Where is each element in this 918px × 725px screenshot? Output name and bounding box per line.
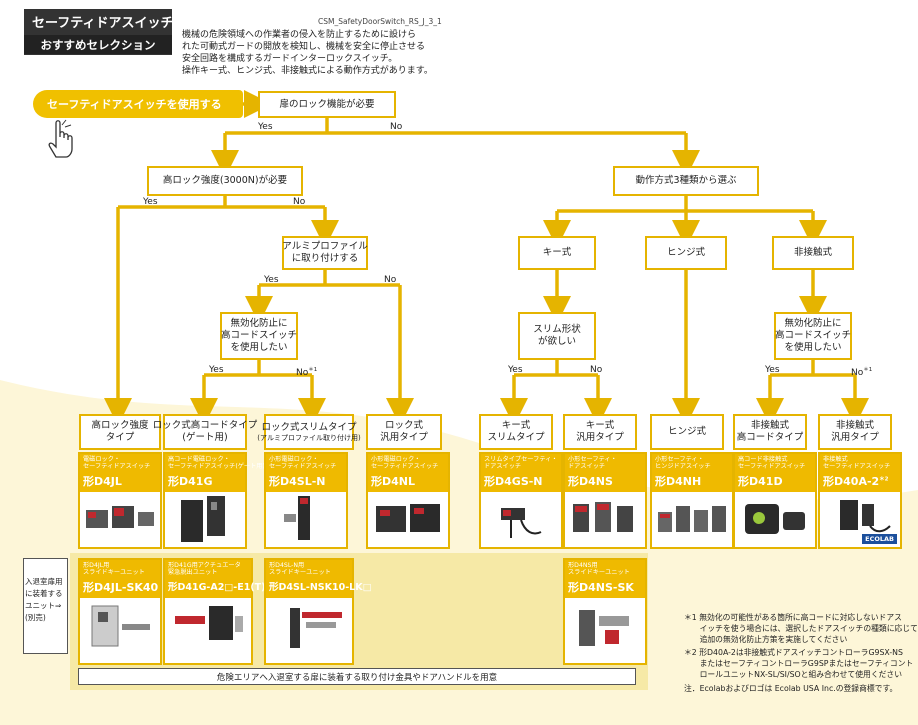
intro-line-1: 機械の危険領域への作業者の侵入を防止するために設けら <box>182 30 417 40</box>
product-card-d4jl[interactable]: 電磁ロック・セーフティドアスイッチ形D4JL <box>78 452 162 549</box>
footer-note: 危険エリアへ入退室する扉に装着する取り付け金具やドアハンドルを用意 <box>216 673 498 683</box>
category-lock-general: ロック式汎用タイプ <box>366 414 442 450</box>
page-subtitle: おすすめセレクション <box>40 38 156 52</box>
product-photo <box>573 502 633 532</box>
sub-unit-label-line: に装着する <box>25 589 63 598</box>
answer-yes: Yes <box>508 365 523 375</box>
answer-yes: Yes <box>209 365 224 375</box>
product-model: 形D41G <box>168 474 213 488</box>
category-key-slim: キー式スリムタイプ <box>479 414 553 450</box>
category-lock-high-code: ロック式高コードタイプ(ゲート用) <box>153 414 257 450</box>
decision-noncontact-type: 非接触式 <box>772 236 854 270</box>
sub-unit-card-d4sl-nsk10[interactable]: 形D4SL-N用スライドキーユニット形D4SL-NSK10-LK□ <box>264 558 372 665</box>
sub-unit-model: 形D41G-A2□-E1(T) <box>168 581 266 593</box>
sub-unit-label-line: ユニット⇒ <box>25 601 62 610</box>
sub-unit-card-d41g-a2[interactable]: 形D41G用アクチュエータ緊急脱出ユニット形D41G-A2□-E1(T) <box>163 558 266 665</box>
product-model: 形D41D <box>738 474 783 488</box>
decision-defeat-prevention-noncontact: 無効化防止に高コードスイッチを使用したい <box>774 312 852 360</box>
product-model: 形D4SL-N <box>269 474 326 488</box>
footnote-2-line: ＊2 形D40A-2は非接触式ドアスイッチコントローラG9SX-NS <box>684 648 903 657</box>
product-card-d4sl-n[interactable]: 小形電磁ロック・セーフティドアスイッチ形D4SL-N <box>264 452 348 549</box>
answer-no: No＊1 <box>851 367 873 378</box>
sub-unit-card-d4jl-sk40[interactable]: 形D4JL用スライドキーユニット形D4JL-SK40 <box>78 558 162 665</box>
product-photo <box>658 506 726 532</box>
pointing-hand-icon <box>48 119 73 158</box>
sub-unit-photo <box>579 610 629 646</box>
intro-line-2: れた可動式ガードの開放を検知し、機械を安全に停止させる <box>182 42 426 52</box>
footnote-1-line: 追加の無効化防止方策を実施してください <box>684 635 848 644</box>
product-card-d41g[interactable]: 高コード電磁ロック・セーフティドアスイッチ(ゲート用)形D41G <box>163 452 265 549</box>
product-photo <box>840 500 891 533</box>
product-card-d40a-2[interactable]: 非接触式セーフティドアスイッチ形D40A-2＊2 ECOLAB <box>818 452 902 549</box>
intro-line-4: 操作キー式、ヒンジ式、非接触式による動作方式があります。 <box>182 66 433 76</box>
product-card-d4nh[interactable]: 小形セーフティ・ヒンジドアスイッチ形D4NH <box>650 452 734 549</box>
sub-unit-label-line: 入退室扉用 <box>25 577 63 586</box>
answer-no: No <box>590 365 603 375</box>
decision-defeat-prevention-lock: 無効化防止に高コードスイッチを使用したい <box>220 312 298 360</box>
answer-no: No <box>293 197 306 207</box>
answer-no: No <box>390 122 403 132</box>
answer-yes: Yes <box>258 122 273 132</box>
sub-unit-photo <box>175 606 243 640</box>
footer-note-box: 危険エリアへ入退室する扉に装着する取り付け金具やドアハンドルを用意 <box>78 668 636 685</box>
category-lock-slim: ロック式スリムタイプ(アルミプロファイル取り付け用) <box>257 414 361 450</box>
trademark-note: 注．Ecolabおよびロゴは Ecolab USA Inc.の登録商標です。 <box>684 684 898 693</box>
sub-unit-model: 形D4SL-NSK10-LK□ <box>269 581 372 593</box>
start-banner-label: セーフティドアスイッチを使用する <box>47 98 222 111</box>
footnote-2-line: ロールユニットNX-SL/SI/SOと組み合わせて使用ください <box>684 670 903 679</box>
sub-unit-photo <box>290 608 342 648</box>
product-photo <box>745 504 805 534</box>
product-card-d4gs-n[interactable]: スリムタイプセーフティ・ドアスイッチ形D4GS-N <box>479 452 563 549</box>
product-model: 形D40A-2＊2 <box>823 474 889 488</box>
category-noncontact-general: 非接触式汎用タイプ <box>818 414 892 450</box>
answer-no: No <box>384 275 397 285</box>
product-photo <box>501 508 542 538</box>
answer-yes: Yes <box>765 365 780 375</box>
sub-unit-card-d4ns-sk[interactable]: 形D4NS用スライドキーユニット形D4NS-SK <box>563 558 647 665</box>
footnote-2-line: またはセーフティコントローラG9SPまたはセーフティコント <box>684 659 914 668</box>
product-photo <box>181 496 225 542</box>
decision-high-lock-strength: 高ロック強度(3000N)が必要 <box>147 166 303 196</box>
sub-unit-label-box <box>23 558 68 654</box>
decision-door-lock: 扉のロック機能が必要 <box>258 91 396 118</box>
sub-unit-model: 形D4JL-SK40 <box>83 580 159 594</box>
answer-yes: Yes <box>264 275 279 285</box>
decision-hinge-type: ヒンジ式 <box>645 236 727 270</box>
product-photo <box>86 506 154 528</box>
category-key-general: キー式汎用タイプ <box>563 414 637 450</box>
category-noncontact-high-code: 非接触式高コードタイプ <box>733 414 807 450</box>
decision-aluminum-profile: アルミプロファイルに取り付けする <box>282 236 368 270</box>
decision-operation-type: 動作方式3種類から選ぶ <box>613 166 759 196</box>
product-card-d4ns[interactable]: 小形セーフティ・ドアスイッチ形D4NS <box>563 452 647 549</box>
product-model: 形D4NH <box>655 474 702 488</box>
product-model: 形D4NS <box>568 474 613 488</box>
product-card-d41d[interactable]: 高コード非接触式セーフティドアスイッチ形D41D <box>733 452 817 549</box>
answer-no: No＊1 <box>296 367 318 378</box>
product-photo <box>284 496 310 540</box>
product-photo <box>376 504 440 532</box>
product-model: 形D4GS-N <box>484 474 543 488</box>
product-model: 形D4JL <box>83 474 122 488</box>
product-card-d4nl[interactable]: 小形電磁ロック・セーフティドアスイッチ形D4NL <box>366 452 450 549</box>
category-hinge: ヒンジ式 <box>650 414 724 450</box>
answer-yes: Yes <box>143 197 158 207</box>
sub-unit-model: 形D4NS-SK <box>568 580 634 594</box>
category-high-lock: 高ロック強度タイプ <box>79 414 161 450</box>
page-title: セーフティドアスイッチ <box>32 16 174 31</box>
sub-unit-photo <box>91 605 150 647</box>
ecolab-logo: ECOLAB <box>862 534 897 544</box>
intro-line-3: 安全回路を構成するガードインターロックスイッチ。 <box>182 54 398 64</box>
subtitle-bar: おすすめセレクション <box>24 35 172 54</box>
document-code: CSM_SafetyDoorSwitch_RS_J_3_1 <box>318 17 442 26</box>
sub-unit-label-line: (別売) <box>25 613 46 622</box>
footnote-1-line: ＊1 無効化の可能性がある箇所に高コードに対応しないドアス <box>684 613 902 622</box>
product-model: 形D4NL <box>371 474 415 488</box>
decision-key-type: キー式 <box>518 236 596 270</box>
start-banner: セーフティドアスイッチを使用する <box>33 90 243 118</box>
decision-slim-shape: スリム形状が欲しい <box>518 312 596 360</box>
footnote-1-line: イッチを使う場合には、選択したドアスイッチの種類に応じて <box>684 624 918 633</box>
